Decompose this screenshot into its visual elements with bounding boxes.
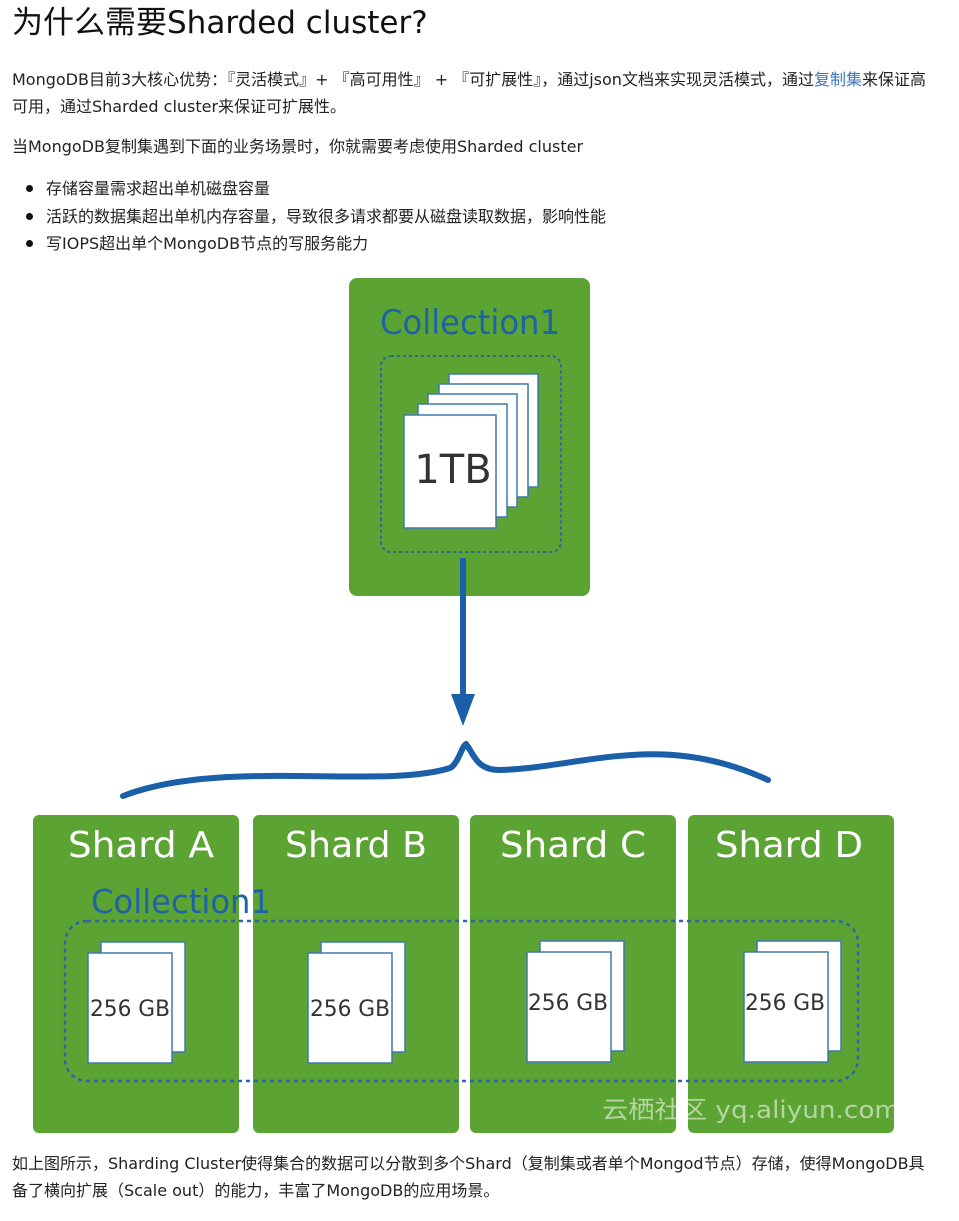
shard-d-label: Shard D — [715, 825, 863, 866]
sharding-diagram: Collection1 1TB Shard A Shard B Shard C … — [33, 278, 900, 1133]
shard-b-document-stack — [307, 941, 406, 1064]
scenario-list: 存储容量需求超出单机磁盘容量 活跃的数据集超出单机内存容量，导致很多请求都要从磁… — [24, 175, 606, 258]
shard-a-document-stack — [87, 941, 186, 1064]
list-item-text: 写IOPS超出单个MongoDB节点的写服务能力 — [46, 234, 369, 253]
source-collection-label: Collection1 — [380, 303, 560, 343]
bullet-icon — [26, 185, 33, 192]
scenario-intro: 当MongoDB复制集遇到下面的业务场景时，你就需要考虑使用Sharded cl… — [12, 137, 584, 156]
conclusion-paragraph: 如上图所示，Sharding Cluster使得集合的数据可以分散到多个Shar… — [12, 1154, 925, 1200]
page-title: 为什么需要Sharded cluster? — [12, 5, 428, 41]
intro-paragraph: MongoDB目前3大核心优势：『灵活模式』+ 『高可用性』 + 『可扩展性』，… — [12, 66, 932, 120]
list-item: 存储容量需求超出单机磁盘容量 — [24, 175, 606, 203]
shard-c-label: Shard C — [500, 825, 646, 866]
shard-collection-dashed-frame — [63, 919, 860, 1083]
list-item-text: 存储容量需求超出单机磁盘容量 — [46, 179, 271, 198]
shard-c-size-label: 256 GB — [528, 991, 608, 1016]
source-collection-dashed-frame — [380, 355, 562, 553]
source-document-stack — [403, 373, 539, 529]
down-arrow-icon — [451, 558, 475, 726]
curly-brace-icon — [120, 741, 771, 799]
shard-collection-label: Collection1 — [91, 882, 271, 921]
shard-b-size-label: 256 GB — [310, 997, 390, 1022]
watermark: 云栖社区 yq.aliyun.com — [602, 1096, 900, 1124]
shard-d-size-label: 256 GB — [745, 991, 825, 1016]
bullet-icon — [26, 240, 33, 247]
source-size-label: 1TB — [414, 447, 491, 493]
list-item-text: 活跃的数据集超出单机内存容量，导致很多请求都要从磁盘读取数据，影响性能 — [46, 206, 607, 226]
shard-a-size-label: 256 GB — [90, 997, 170, 1022]
shard-d-document-stack — [743, 940, 842, 1063]
shard-a-label: Shard A — [68, 825, 214, 866]
shard-b-label: Shard B — [285, 825, 427, 866]
shard-c-document-stack — [526, 940, 625, 1063]
replica-set-link[interactable]: 复制集 — [813, 70, 862, 89]
intro-text-after: 来保证高可用，通过Sharded cluster来保证可扩展性。 — [12, 70, 926, 116]
bullet-icon — [26, 212, 33, 220]
list-item: 写IOPS超出单个MongoDB节点的写服务能力 — [24, 230, 606, 258]
list-item: 活跃的数据集超出单机内存容量，导致很多请求都要从磁盘读取数据，影响性能 — [24, 203, 606, 231]
intro-text-before: MongoDB目前3大核心优势：『灵活模式』+ 『高可用性』 + 『可扩展性』，… — [12, 70, 814, 89]
